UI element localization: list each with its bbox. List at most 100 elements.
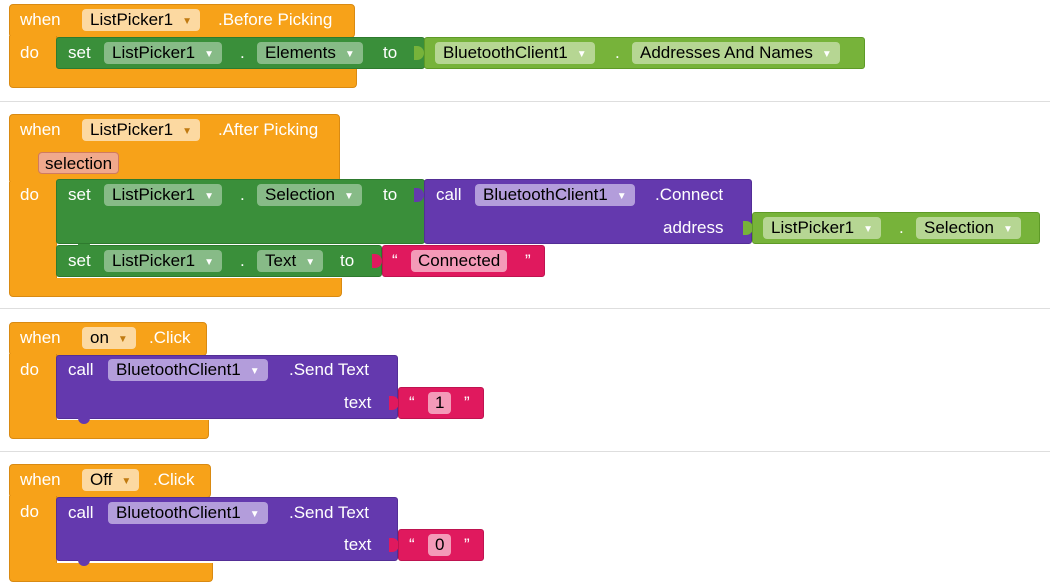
event-body-c	[9, 496, 57, 568]
component-dropdown[interactable]: ListPicker1 ▼	[82, 119, 201, 141]
block-divider	[0, 308, 1050, 309]
component-dropdown[interactable]: ListPicker1 ▼	[763, 217, 882, 239]
block-notch	[78, 418, 90, 424]
property-dropdown[interactable]: Addresses And Names ▼	[632, 42, 840, 64]
component-label: ListPicker1	[112, 43, 196, 62]
component-dropdown[interactable]: ListPicker1 ▼	[104, 184, 223, 206]
dropdown-triangle-icon: ▼	[576, 49, 587, 60]
event-body-c	[9, 36, 57, 70]
string-input[interactable]: 0	[428, 534, 452, 556]
quote-close: ”	[525, 251, 531, 270]
dot-separator: .	[240, 185, 245, 204]
string-input[interactable]: Connected	[411, 250, 508, 272]
text-socket-label: text	[344, 535, 372, 554]
connector-tab	[743, 221, 753, 235]
component-label: ListPicker1	[112, 185, 196, 204]
component-label: on	[90, 328, 109, 347]
set-block-selection[interactable]	[56, 179, 425, 244]
component-dropdown[interactable]: BluetoothClient1 ▼	[108, 502, 268, 524]
dropdown-triangle-icon: ▼	[863, 224, 874, 235]
dot-separator: .	[240, 43, 245, 62]
to-keyword: to	[383, 43, 398, 62]
property-label: Addresses And Names	[640, 43, 813, 62]
dropdown-triangle-icon: ▼	[182, 16, 193, 27]
dropdown-triangle-icon: ▼	[344, 49, 355, 60]
dropdown-triangle-icon: ▼	[343, 191, 354, 202]
dot-separator: .	[240, 251, 245, 270]
component-dropdown[interactable]: ListPicker1 ▼	[104, 250, 223, 272]
method-name: .Connect	[655, 185, 724, 204]
component-label: Off	[90, 470, 113, 489]
dropdown-triangle-icon: ▼	[204, 257, 215, 268]
component-label: BluetoothClient1	[483, 185, 608, 204]
when-keyword: when	[20, 470, 61, 489]
component-dropdown[interactable]: BluetoothClient1▼	[108, 359, 268, 381]
when-keyword: when	[20, 328, 61, 347]
block-notch	[78, 244, 90, 250]
component-label: ListPicker1	[112, 251, 196, 270]
dropdown-triangle-icon: ▼	[182, 126, 193, 137]
set-keyword: set	[68, 185, 91, 204]
component-label: ListPicker1	[90, 120, 174, 139]
connector-tab	[414, 188, 424, 202]
component-dropdown[interactable]: ListPicker1▼	[82, 9, 201, 31]
component-label: BluetoothClient1	[116, 503, 241, 522]
event-name: .Before Picking	[218, 10, 333, 29]
connector-tab	[389, 538, 399, 552]
component-dropdown[interactable]: BluetoothClient1 ▼	[435, 42, 595, 64]
property-label: Selection	[265, 185, 335, 204]
method-name: .Send Text	[289, 503, 370, 522]
quote-open: “	[409, 393, 415, 412]
quote-close: ”	[464, 393, 470, 412]
do-keyword: do	[20, 43, 39, 62]
event-name: .Click	[149, 328, 191, 347]
block-divider	[0, 451, 1050, 452]
dropdown-triangle-icon: ▼	[1002, 224, 1013, 235]
component-dropdown[interactable]: BluetoothClient1▼	[475, 184, 635, 206]
address-socket-label: address	[663, 218, 724, 237]
dot-separator: .	[899, 218, 904, 237]
dropdown-triangle-icon: ▼	[821, 49, 832, 60]
to-keyword: to	[383, 185, 398, 204]
set-keyword: set	[68, 43, 91, 62]
dropdown-triangle-icon: ▼	[204, 49, 215, 60]
connector-tab	[389, 396, 399, 410]
string-input[interactable]: 1	[428, 392, 452, 414]
connector-tab	[372, 254, 382, 268]
dropdown-triangle-icon: ▼	[121, 476, 132, 487]
event-bottom-bar	[9, 563, 213, 582]
do-keyword: do	[20, 502, 39, 521]
property-label: Selection	[924, 218, 994, 237]
block-notch	[78, 560, 90, 566]
component-label: BluetoothClient1	[116, 360, 241, 379]
quote-open: “	[392, 251, 398, 270]
component-dropdown[interactable]: Off ▼	[82, 469, 140, 491]
component-label: ListPicker1	[771, 218, 855, 237]
component-dropdown[interactable]: ListPicker1 ▼	[104, 42, 223, 64]
dot-separator: .	[615, 43, 620, 62]
call-keyword: call	[68, 503, 94, 522]
property-dropdown[interactable]: Selection ▼	[916, 217, 1021, 239]
property-label: Text	[265, 251, 297, 270]
text-socket-label: text	[344, 393, 372, 412]
property-dropdown[interactable]: Selection ▼	[257, 184, 362, 206]
property-dropdown[interactable]: Elements▼	[257, 42, 363, 64]
selection-parameter[interactable]: selection	[38, 152, 120, 174]
component-label: BluetoothClient1	[443, 43, 568, 62]
quote-open: “	[409, 535, 415, 554]
method-name: .Send Text	[289, 360, 370, 379]
dropdown-triangle-icon: ▼	[305, 257, 316, 268]
event-name: .After Picking	[218, 120, 319, 139]
event-name: .Click	[153, 470, 195, 489]
event-bottom-bar	[9, 278, 342, 297]
set-keyword: set	[68, 251, 91, 270]
when-keyword: when	[20, 120, 61, 139]
dropdown-triangle-icon: ▼	[117, 334, 128, 345]
dropdown-triangle-icon: ▼	[249, 509, 260, 520]
call-keyword: call	[436, 185, 462, 204]
event-bottom-bar	[9, 420, 209, 439]
do-keyword: do	[20, 360, 39, 379]
dropdown-triangle-icon: ▼	[204, 191, 215, 202]
component-dropdown[interactable]: on ▼	[82, 327, 136, 349]
property-dropdown[interactable]: Text ▼	[257, 250, 324, 272]
